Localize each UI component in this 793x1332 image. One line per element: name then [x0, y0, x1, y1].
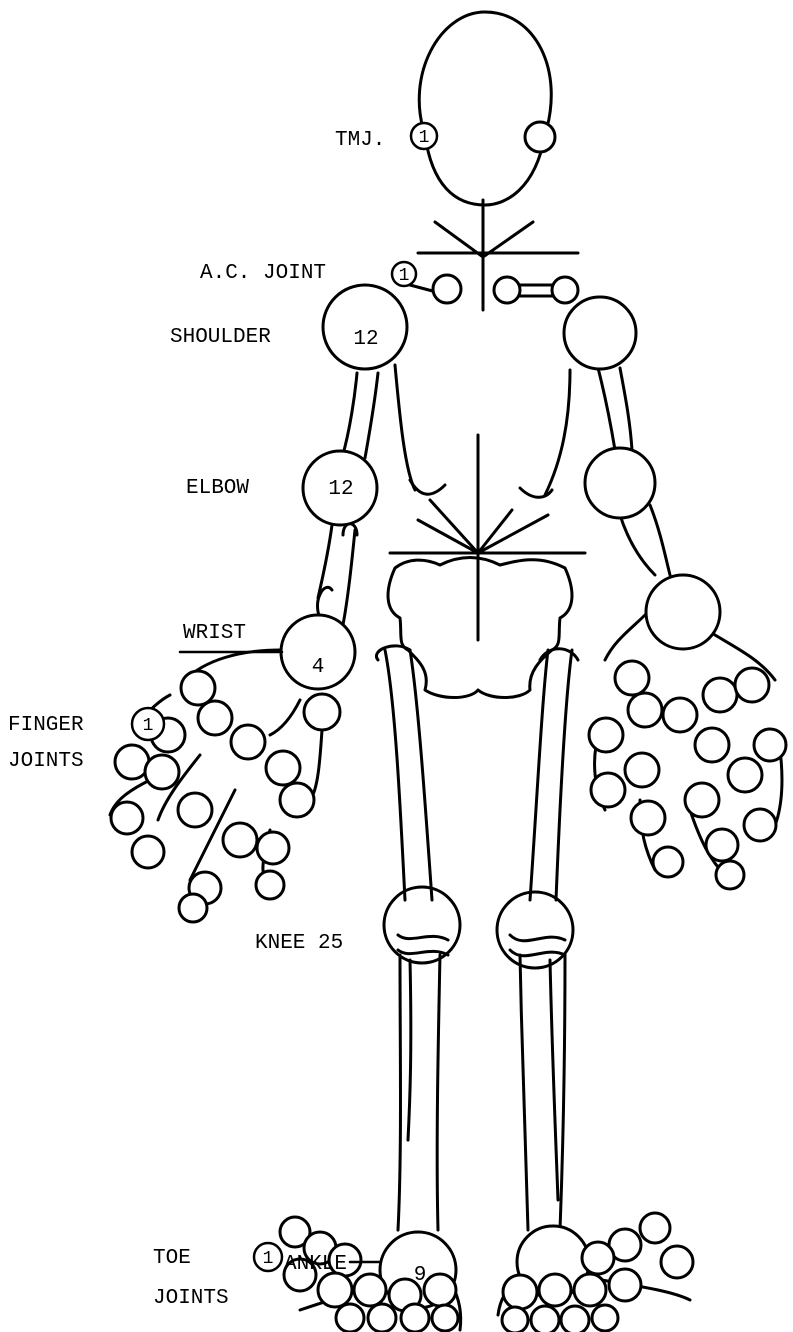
knee-joint-right	[497, 892, 573, 968]
label-finger-line2: JOINTS	[8, 750, 84, 773]
label-ac-joint: A.C. JOINT	[200, 262, 326, 285]
label-shoulder: SHOULDER	[170, 326, 271, 349]
label-wrist: WRIST	[183, 622, 246, 645]
label-ankle: ANKLE	[284, 1253, 347, 1276]
right-finger-joints	[589, 661, 786, 889]
label-toe-line2: JOINTS	[153, 1287, 229, 1310]
shoulder-joint-right	[564, 297, 636, 369]
elbow-joint-right	[585, 448, 655, 518]
label-tmj: TMJ.	[335, 129, 385, 152]
ac-joint-right-outer	[552, 277, 578, 303]
tmj-joint-right	[525, 122, 555, 152]
shoulder-count: 12	[353, 328, 378, 351]
finger-count: 1	[143, 716, 154, 736]
label-finger-line1: FINGER	[8, 714, 84, 737]
head	[419, 12, 551, 205]
ac-joint-right-inner	[494, 277, 520, 303]
toe-count: 1	[263, 1249, 274, 1269]
right-leg	[510, 649, 578, 1230]
label-knee: KNEE 25	[255, 932, 343, 955]
torso	[390, 365, 585, 640]
ac-joint-left-inner	[433, 275, 461, 303]
label-connectors	[180, 652, 380, 1262]
ac-joint-count: 1	[399, 266, 410, 286]
shoulder-joint-left	[323, 285, 407, 369]
wrist-joint-right	[646, 575, 720, 649]
wrist-count: 4	[312, 656, 325, 679]
wrist-carpal-left	[304, 694, 340, 730]
ankle-count: 9	[414, 1264, 427, 1287]
label-elbow: ELBOW	[186, 477, 249, 500]
label-toe-line1: TOE	[153, 1247, 191, 1270]
elbow-count: 12	[328, 478, 353, 501]
tmj-count: 1	[419, 128, 430, 148]
